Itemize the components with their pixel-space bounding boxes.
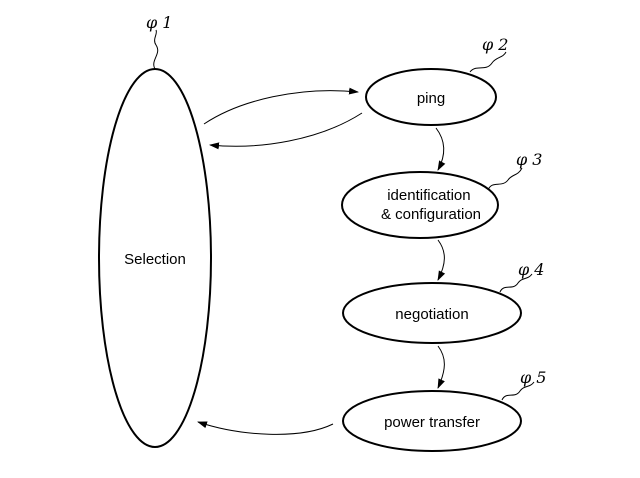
selection-phase-leader xyxy=(154,30,158,69)
selection-node: Selection xyxy=(99,69,211,447)
negotiation-node: negotiation xyxy=(343,283,521,343)
arrow-identification-to-negotiation xyxy=(438,240,444,280)
identification-phase-label: φ 3 xyxy=(516,150,542,169)
identification-label-line2: & configuration xyxy=(381,206,481,223)
identification-phase-leader xyxy=(488,168,522,190)
identification-shape xyxy=(342,172,498,238)
power-transfer-phase-label: φ 5 xyxy=(520,368,546,387)
ping-phase-label: φ 2 xyxy=(482,35,508,54)
selection-label: Selection xyxy=(124,251,186,268)
arrow-ping-to-identification xyxy=(436,128,444,170)
arrow-negotiation-to-power-transfer xyxy=(438,346,444,388)
negotiation-label: negotiation xyxy=(395,306,468,323)
arrow-power-transfer-to-selection xyxy=(198,422,333,434)
ping-phase-leader xyxy=(470,52,506,72)
identification-node: identification & configuration xyxy=(342,172,498,238)
ping-label: ping xyxy=(417,90,445,107)
power-transfer-label: power transfer xyxy=(384,414,480,431)
ping-node: ping xyxy=(366,69,496,125)
negotiation-phase-label: φ 4 xyxy=(518,260,544,279)
identification-label-line1: identification xyxy=(387,187,470,204)
arrow-ping-to-selection xyxy=(210,113,362,146)
power-transfer-node: power transfer xyxy=(343,391,521,451)
selection-phase-label: φ 1 xyxy=(146,13,172,32)
arrow-selection-to-ping xyxy=(204,91,358,124)
